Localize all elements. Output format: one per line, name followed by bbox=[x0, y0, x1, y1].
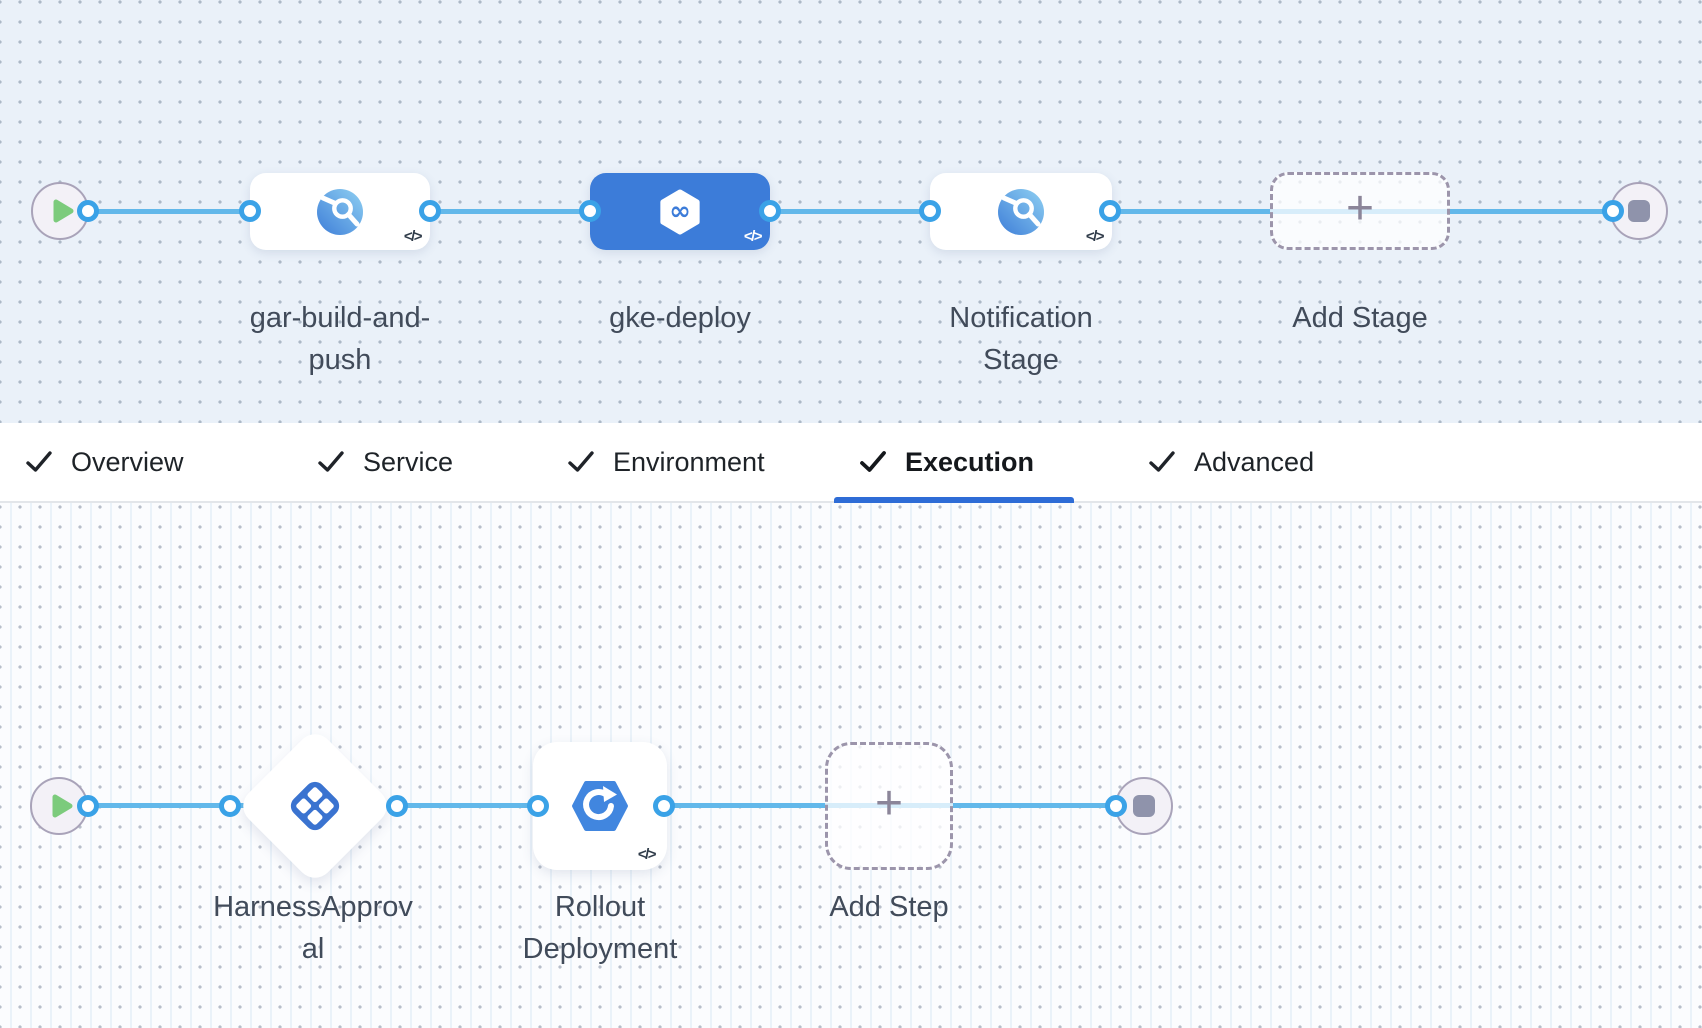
plus-icon: + bbox=[874, 777, 904, 830]
stage-label: gar-build-and-push bbox=[249, 302, 431, 376]
rollout-deployment-icon bbox=[572, 781, 628, 831]
connector-dot[interactable] bbox=[419, 200, 441, 222]
tab-execution[interactable]: Execution bbox=[859, 423, 1034, 501]
tab-environment[interactable]: Environment bbox=[567, 423, 765, 501]
connector-dot[interactable] bbox=[77, 795, 99, 817]
add-step-button[interactable]: + bbox=[825, 742, 953, 870]
tab-label: Advanced bbox=[1194, 446, 1315, 477]
connector-dot[interactable] bbox=[527, 795, 549, 817]
connector-dot[interactable] bbox=[386, 795, 408, 817]
connector-dot[interactable] bbox=[653, 795, 675, 817]
svg-text:∞: ∞ bbox=[669, 196, 691, 226]
stage-card-gke-deploy[interactable]: ∞ </> bbox=[590, 173, 770, 250]
check-icon bbox=[860, 451, 886, 472]
play-icon bbox=[52, 794, 72, 818]
step-card-rollout-deployment[interactable]: </> bbox=[533, 742, 667, 870]
code-badge-icon: </> bbox=[743, 228, 763, 245]
connector-dot[interactable] bbox=[759, 200, 781, 222]
approval-step-icon bbox=[290, 781, 340, 831]
tab-label: Execution bbox=[905, 446, 1035, 477]
tab-label: Overview bbox=[71, 446, 184, 477]
step-label: HarnessApproval bbox=[213, 891, 413, 965]
stage-label: gke-deploy bbox=[609, 302, 751, 334]
play-icon bbox=[53, 199, 73, 223]
step-label: Rollout Deployment bbox=[522, 891, 678, 965]
stop-icon bbox=[1628, 200, 1650, 222]
cd-stage-icon: ∞ bbox=[660, 188, 700, 235]
add-step-label: Add Step bbox=[829, 891, 949, 923]
tab-label: Environment bbox=[613, 446, 765, 477]
connector-dot[interactable] bbox=[1105, 795, 1127, 817]
custom-stage-icon bbox=[317, 188, 363, 235]
connector-dot[interactable] bbox=[579, 200, 601, 222]
add-stage-label: Add Stage bbox=[1292, 302, 1428, 334]
tab-advanced[interactable]: Advanced bbox=[1148, 423, 1314, 501]
connector-dot[interactable] bbox=[77, 200, 99, 222]
check-icon bbox=[318, 451, 344, 472]
active-tab-underline bbox=[834, 497, 1074, 503]
check-icon bbox=[26, 451, 52, 472]
plus-icon: + bbox=[1345, 182, 1375, 235]
connector-dot[interactable] bbox=[919, 200, 941, 222]
check-icon bbox=[1149, 451, 1175, 472]
custom-stage-icon bbox=[998, 188, 1044, 235]
tab-service[interactable]: Service bbox=[317, 423, 453, 501]
stage-label: Notification Stage bbox=[949, 302, 1093, 376]
stage-config-tabs: Overview Service Environment Execution A… bbox=[0, 423, 1702, 503]
connector-dot[interactable] bbox=[239, 200, 261, 222]
connector-dot[interactable] bbox=[1099, 200, 1121, 222]
connector-line bbox=[60, 209, 1640, 214]
connector-dot[interactable] bbox=[219, 795, 241, 817]
stage-card-notification-stage[interactable]: </> bbox=[930, 173, 1112, 250]
stage-canvas[interactable]: </> ∞ </> </> + gar-build bbox=[0, 0, 1702, 423]
execution-canvas[interactable]: </> + HarnessApproval Rollout Deployment… bbox=[0, 503, 1702, 1028]
code-badge-icon: </> bbox=[403, 228, 423, 245]
tab-label: Service bbox=[363, 446, 454, 477]
code-badge-icon: </> bbox=[1085, 228, 1105, 245]
start-node bbox=[31, 182, 89, 240]
add-stage-button[interactable]: + bbox=[1270, 172, 1450, 250]
stage-card-gar-build-and-push[interactable]: </> bbox=[250, 173, 430, 250]
stop-icon bbox=[1133, 795, 1155, 817]
connector-dot[interactable] bbox=[1602, 200, 1624, 222]
tab-overview[interactable]: Overview bbox=[25, 423, 184, 501]
code-badge-icon: </> bbox=[637, 846, 657, 863]
check-icon bbox=[568, 451, 594, 472]
